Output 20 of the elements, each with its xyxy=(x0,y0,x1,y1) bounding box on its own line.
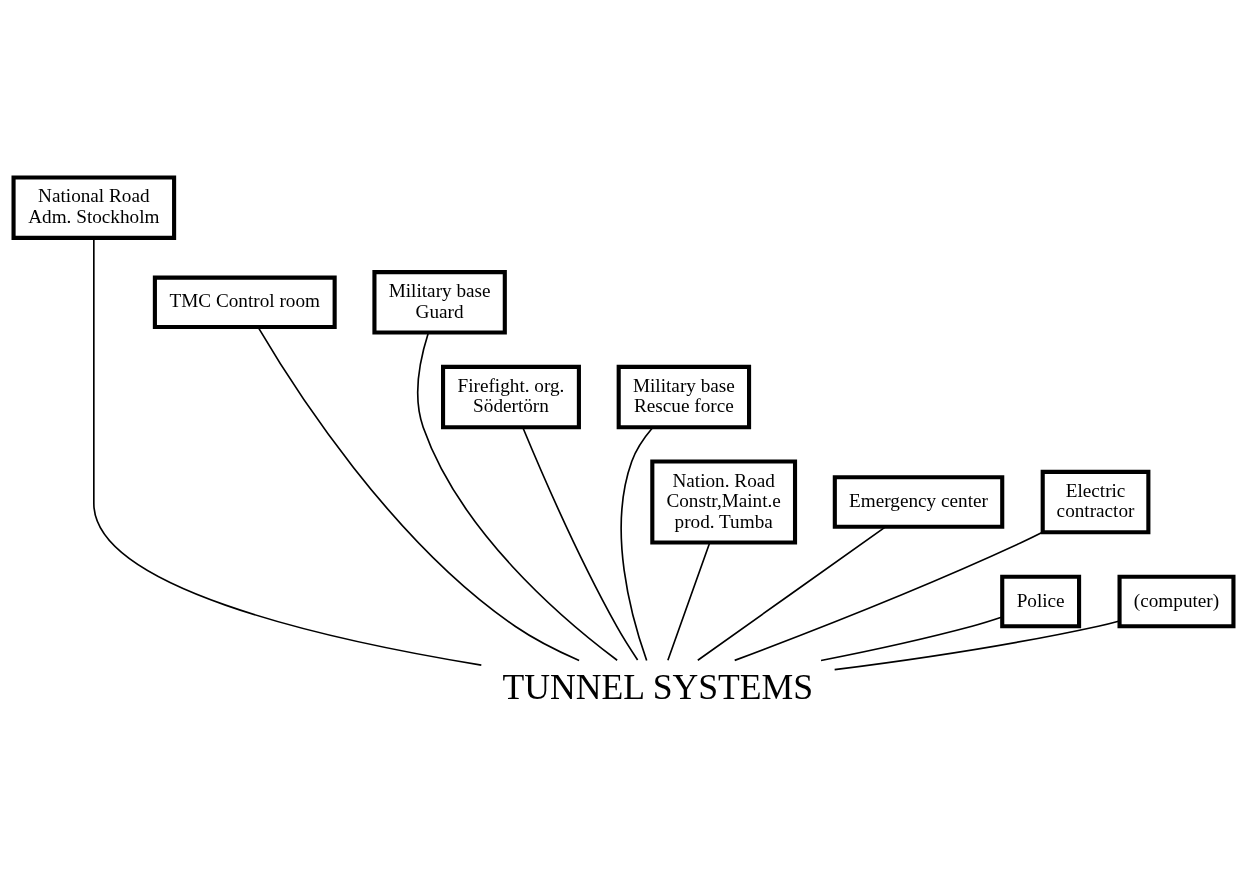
connector xyxy=(620,426,654,661)
connector xyxy=(733,530,1044,661)
node-box: TMC Control room xyxy=(152,275,337,329)
node-box: Military base Guard xyxy=(372,269,507,335)
connector xyxy=(257,326,580,661)
node-text: TUNNEL SYSTEMS xyxy=(502,666,814,707)
node-box: National Road Adm. Stockholm xyxy=(11,174,177,240)
node-box: Emergency center xyxy=(832,474,1005,529)
node-box: Military base Rescue force xyxy=(616,364,752,429)
node-box: Nation. Road Constr,Maint.e prod. Tumba xyxy=(650,459,798,545)
connector xyxy=(522,426,639,661)
node-box: Police xyxy=(1000,574,1082,628)
connector xyxy=(697,525,887,661)
connector xyxy=(417,331,618,661)
connector xyxy=(667,541,711,661)
connector xyxy=(820,615,1003,661)
node-box: Electric contractor xyxy=(1040,469,1151,534)
node-box: Firefight. org. Södertörn xyxy=(441,364,581,429)
connector xyxy=(833,619,1121,670)
node-box: (computer) xyxy=(1117,574,1236,628)
